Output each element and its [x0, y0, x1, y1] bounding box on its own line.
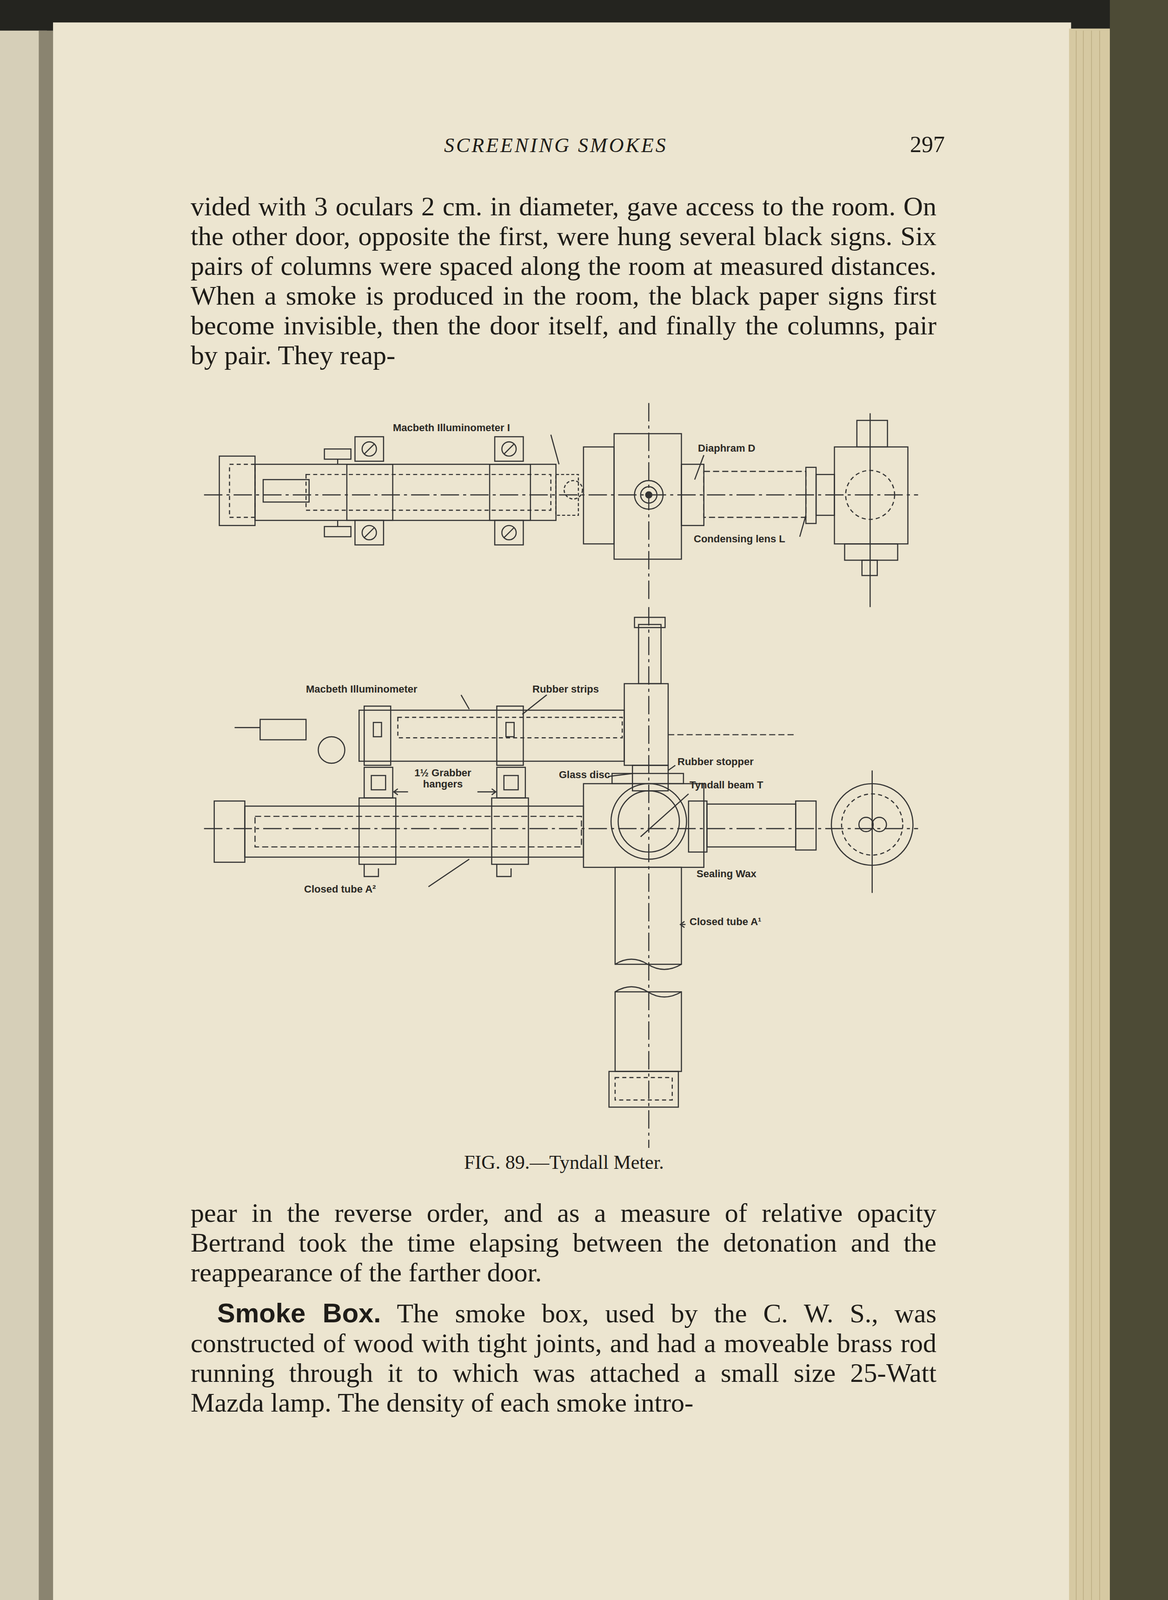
callout-label: Condensing lens L [693, 533, 786, 545]
body-paragraph: Smoke Box. The smoke box, used by the C.… [190, 1297, 937, 1418]
callout-label: Glass disc [558, 769, 611, 781]
callout-label: Diaphram D [697, 442, 756, 454]
callout-label: Rubber strips [532, 683, 599, 695]
callout-label: Closed tube A¹ [689, 915, 762, 928]
page-number: 297 [909, 130, 945, 158]
callout-label: 1½ Grabber hangers [408, 767, 478, 790]
body-paragraph: vided with 3 oculars 2 cm. in diameter, … [190, 191, 937, 371]
section-heading: Smoke Box. [217, 1297, 381, 1328]
callout-label: Macbeth Illuminometer I [392, 422, 511, 434]
callout-label: Rubber stopper [677, 756, 754, 768]
callout-label: Tyndall beam T [689, 779, 764, 791]
callout-label: Sealing Wax [696, 868, 757, 880]
callout-label: Macbeth Illuminometer [305, 683, 418, 695]
running-head: SCREENING SMOKES [444, 133, 668, 158]
callout-label: Closed tube A² [304, 883, 376, 895]
figure-caption: FIG. 89.—Tyndall Meter. [464, 1150, 664, 1174]
body-paragraph: pear in the reverse order, and as a meas… [190, 1197, 937, 1288]
